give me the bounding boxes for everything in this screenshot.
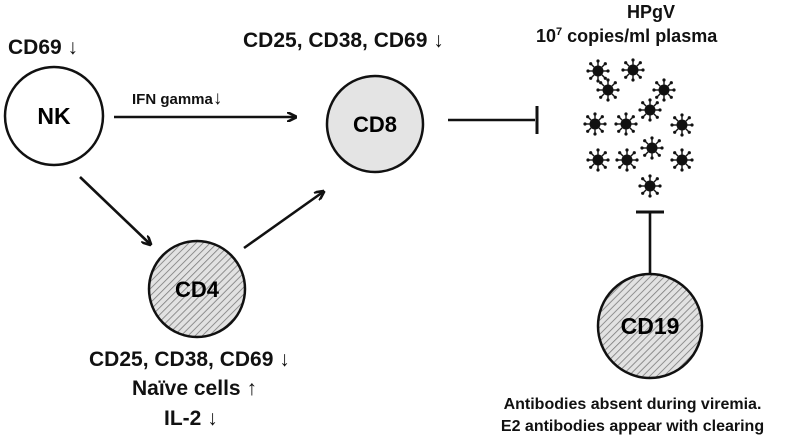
- down-arrow-icon: ↓: [433, 29, 444, 52]
- cd19-node-label: CD19: [621, 313, 680, 339]
- ifn-gamma-text: IFN gamma: [132, 91, 213, 108]
- antibodies-line-2: E2 antibodies appear with clearing: [500, 418, 765, 435]
- cd8-node-label: CD8: [353, 112, 397, 137]
- virus-particle-icon: [585, 58, 611, 84]
- virus-particle-icon: [614, 147, 640, 173]
- virus-particle-icon: [669, 147, 695, 173]
- virus-particle-icon: [637, 97, 663, 123]
- naive-cells-label: Naïve cells ↑: [132, 377, 257, 401]
- naive-cells-text: Naïve cells: [132, 377, 241, 400]
- virus-particle-icon: [639, 135, 665, 161]
- virus-title: HPgV: [626, 2, 675, 22]
- virus-load-exponent: 7: [556, 26, 563, 38]
- il2-label: IL-2 ↓: [164, 407, 218, 431]
- virus-load-suffix: copies/ml plasma: [562, 26, 718, 46]
- nk-node-label: NK: [37, 103, 71, 129]
- cd19-node: CD19: [596, 272, 704, 380]
- il2-text: IL-2: [164, 407, 202, 430]
- antibodies-line-1: Antibodies absent during viremia.: [503, 396, 762, 413]
- virus-particle-icon: [585, 147, 611, 173]
- virus-particle-icon: [651, 77, 677, 103]
- down-arrow-icon: ↓: [279, 348, 290, 371]
- virus-particle-icon: [595, 77, 621, 103]
- inhibition-cd19-to-virus: [636, 210, 664, 273]
- cd8-markers-text: CD25, CD38, CD69: [243, 29, 428, 52]
- nk-marker-label: CD69 ↓: [8, 36, 78, 60]
- nk-node: NK: [3, 65, 105, 167]
- down-arrow-icon: ↓: [212, 88, 223, 109]
- virus-particle-icon: [637, 173, 663, 199]
- virus-particle-icon: [613, 111, 639, 137]
- virus-particle-icon: [620, 57, 646, 83]
- up-arrow-icon: ↑: [246, 377, 257, 400]
- arrow-cd4-to-cd8: [243, 192, 323, 250]
- cd8-node: CD8: [325, 74, 425, 174]
- virus-load-prefix: 10: [536, 26, 557, 46]
- cd4-markers-text: CD25, CD38, CD69: [89, 348, 274, 371]
- cd4-node: CD4: [147, 239, 247, 339]
- cd8-markers-label: CD25, CD38, CD69 ↓: [243, 29, 444, 53]
- cd4-markers-label: CD25, CD38, CD69 ↓: [89, 348, 290, 372]
- virus-particle-icon: [582, 111, 608, 137]
- down-arrow-icon: ↓: [67, 36, 79, 59]
- cd4-node-label: CD4: [175, 277, 220, 302]
- inhibition-cd8-to-virus: [448, 106, 539, 134]
- virus-load-label: 107 copies/ml plasma: [536, 26, 717, 47]
- nk-marker-text: CD69: [8, 36, 62, 59]
- virus-particle-icon: [669, 112, 695, 138]
- down-arrow-icon: ↓: [207, 407, 218, 430]
- virus-particle-cluster: [582, 57, 695, 199]
- arrow-nk-to-cd4: [79, 176, 150, 244]
- ifn-gamma-label: IFN gamma↓: [132, 88, 222, 110]
